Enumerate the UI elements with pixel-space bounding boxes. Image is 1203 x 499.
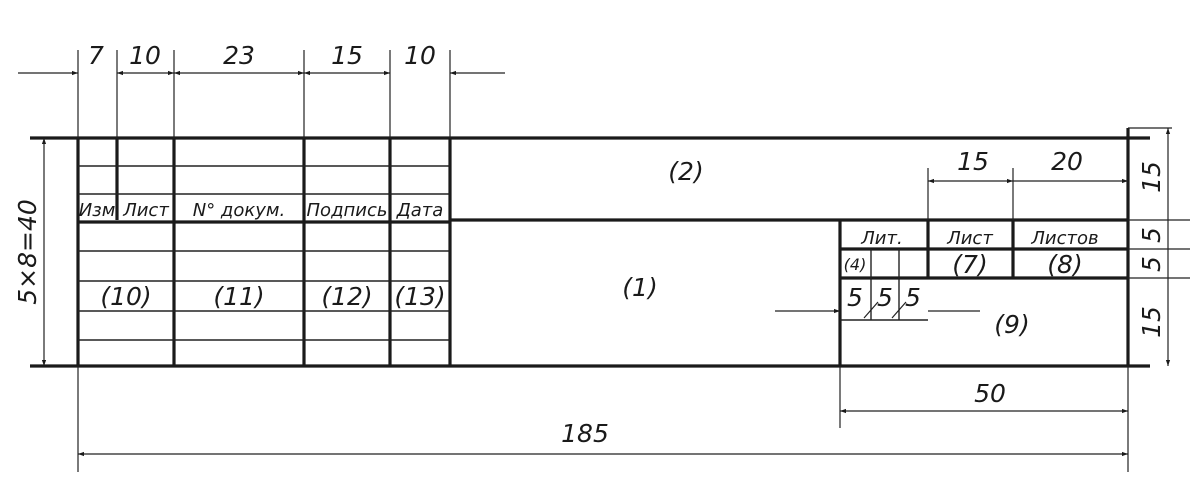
field-ref-13: (13) <box>394 282 445 311</box>
bottom-dim-185: 185 <box>561 419 609 448</box>
header-list-right: Лист <box>946 228 993 249</box>
field-ref-9: (9) <box>994 310 1029 339</box>
lit-cell-dim-2: 5 <box>877 283 893 312</box>
header-date: Дата <box>396 200 444 221</box>
top-dimensions: 7 10 23 15 10 <box>18 41 505 138</box>
header-izm: Изм <box>79 200 116 221</box>
field-ref-8: (8) <box>1047 250 1082 279</box>
column-headers: Изм Лист N° докум. Подпись Дата <box>79 200 444 221</box>
field-ref-7: (7) <box>952 250 987 279</box>
header-listov: Листов <box>1030 228 1098 249</box>
header-list: Лист <box>122 200 169 221</box>
header-doc-no: N° докум. <box>193 200 285 221</box>
right-dim-4: 15 <box>1137 306 1166 338</box>
right-dim-3: 5 <box>1137 256 1166 272</box>
left-vertical-dimension: 5×8=40 <box>13 138 47 366</box>
header-lit: Лит. <box>860 228 902 249</box>
field-ref-1: (1) <box>622 273 657 302</box>
top-dim-4: 15 <box>331 41 363 70</box>
right-dim-2: 5 <box>1137 227 1166 243</box>
left-dim-total: 5×8=40 <box>13 199 42 305</box>
bottom-dimensions: 50 185 <box>77 366 1129 472</box>
header-signature: Подпись <box>307 200 388 221</box>
lit-cell-dim-3: 5 <box>905 283 921 312</box>
field-ref-11: (11) <box>213 282 264 311</box>
top-dim-3: 23 <box>223 41 255 70</box>
left-field-refs: (10) (11) (12) (13) (2) (1) <box>100 157 703 311</box>
bottom-dim-50: 50 <box>974 379 1006 408</box>
right-vertical-dimensions: 15 5 5 15 <box>1128 127 1190 366</box>
left-grid <box>78 138 450 366</box>
right-dim-15: 15 <box>957 147 989 176</box>
field-ref-10: (10) <box>100 282 151 311</box>
field-ref-4: (4) <box>844 255 867 274</box>
field-ref-2: (2) <box>668 157 703 186</box>
top-dim-1: 7 <box>88 41 104 70</box>
right-block: Лит. Лист Листов (4) (7) (8) (9) 5 5 5 <box>775 220 1128 366</box>
field-ref-12: (12) <box>321 282 372 311</box>
right-top-dimensions: 15 20 <box>927 147 1128 220</box>
right-dim-20: 20 <box>1051 147 1083 176</box>
main-frame <box>30 128 1150 368</box>
right-dim-1: 15 <box>1137 161 1166 193</box>
top-dim-5: 10 <box>404 41 436 70</box>
top-dim-2: 10 <box>129 41 161 70</box>
lit-cell-dim-1: 5 <box>847 283 863 312</box>
